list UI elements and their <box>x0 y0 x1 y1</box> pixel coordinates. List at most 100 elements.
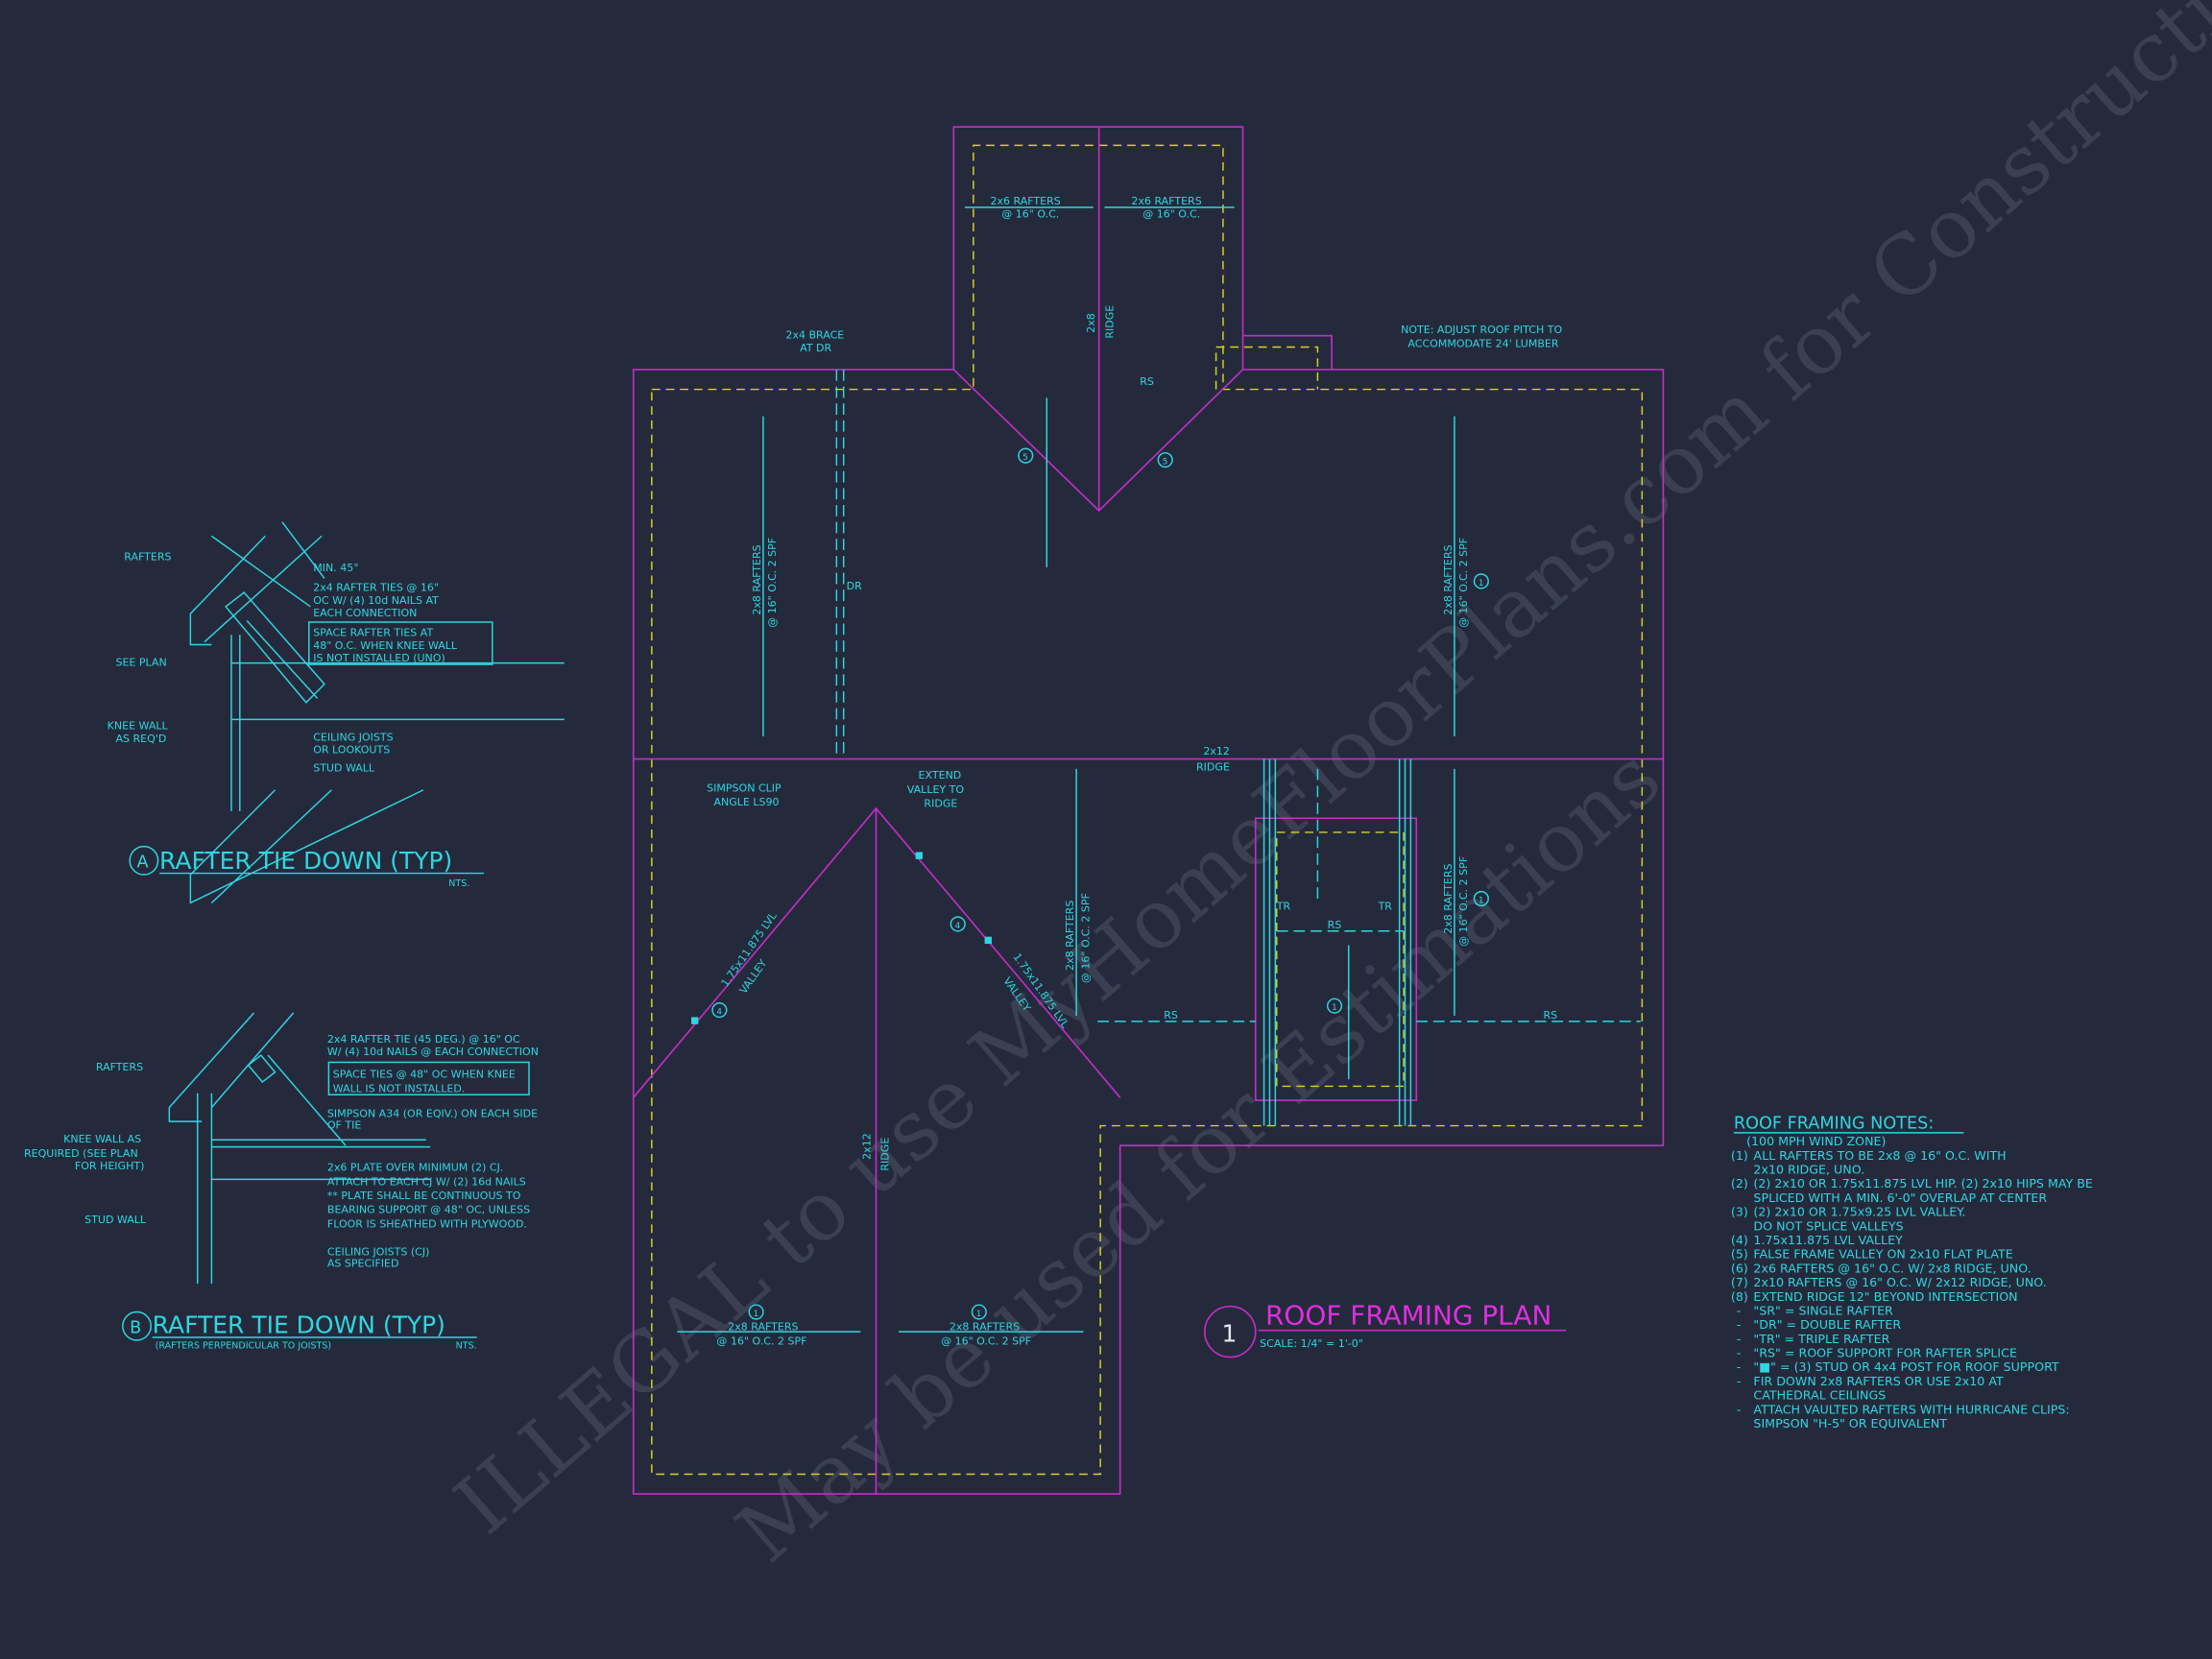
plan-number: 1 <box>1221 1319 1237 1347</box>
dr-label: DR <box>847 580 862 592</box>
wall-line <box>651 144 1644 1476</box>
note-line: EXTEND RIDGE 12" BEYOND INTERSECTION <box>1753 1289 2017 1304</box>
plan-number-circle <box>1204 1305 1257 1358</box>
note-mark: (8) <box>1731 1289 1748 1304</box>
b-knee-line2: REQUIRED (SEE PLAN <box>24 1147 138 1160</box>
mark-1-upper: 1 <box>1479 579 1484 589</box>
b-note-box <box>327 1061 530 1095</box>
b-box-line2: WALL IS NOT INSTALLED. <box>333 1082 466 1094</box>
plan-title: ROOF FRAMING PLAN <box>1265 1300 1551 1332</box>
rafters-left-1: 2x8 RAFTERS <box>751 544 763 614</box>
extend-label-3: RIDGE <box>924 797 957 809</box>
rafters-br-2: @ 16" O.C. 2 SPF <box>941 1334 1031 1347</box>
notes-heading: ROOF FRAMING NOTES: <box>1734 1115 1934 1134</box>
tr-left: TR <box>1276 901 1291 913</box>
b-knee-line1: KNEE WALL AS <box>63 1133 141 1145</box>
a-stud-label: STUD WALL <box>313 762 375 775</box>
ridge-vertical-1: 2x12 <box>861 1133 874 1160</box>
a-box-line1: SPACE RAFTER TIES AT <box>313 627 433 639</box>
a-detail-title: RAFTER TIE DOWN (TYP) <box>159 847 452 875</box>
skylight-opening <box>1254 817 1418 1101</box>
b-plate-line2: ATTACH TO EACH CJ W/ (2) 16d NAILS <box>327 1175 526 1188</box>
note-mark: (1) <box>1731 1148 1748 1163</box>
extend-label-1: EXTEND <box>919 769 962 781</box>
ridge-vertical-2: RIDGE <box>879 1138 892 1171</box>
note-line: FALSE FRAME VALLEY ON 2x10 FLAT PLATE <box>1753 1247 2012 1262</box>
rafters-bl-1: 2x8 RAFTERS <box>728 1321 798 1334</box>
ridge-2x8-2: RIDGE <box>1103 305 1116 339</box>
b-cj-line2: AS SPECIFIED <box>327 1258 399 1270</box>
brace-label-1: 2x4 BRACE <box>785 329 844 342</box>
mark-4-left: 4 <box>716 1007 722 1017</box>
rafters-right-1: 2x8 RAFTERS <box>1442 544 1455 614</box>
note-line: "TR" = TRIPLE RAFTER <box>1753 1332 1889 1346</box>
b-cj-line1: CEILING JOISTS (CJ) <box>327 1246 429 1259</box>
b-detail-tag-circle <box>122 1310 152 1341</box>
b-plate-line1: 2x6 PLATE OVER MINIMUM (2) CJ. <box>327 1162 503 1174</box>
clip-label-2: ANGLE LS90 <box>714 796 780 808</box>
note-line: SIMPSON "H-5" OR EQUIVALENT <box>1753 1416 1947 1431</box>
a-note-box <box>308 621 493 665</box>
tr-right: TR <box>1378 901 1393 913</box>
note-mark: - <box>1737 1402 1742 1416</box>
note-line: 2x6 RAFTERS @ 16" O.C. W/ 2x8 RIDGE, UNO… <box>1753 1261 2031 1275</box>
note-mark: - <box>1737 1303 1742 1317</box>
note-mark: (5) <box>1731 1247 1748 1262</box>
note-line: ATTACH VAULTED RAFTERS WITH HURRICANE CL… <box>1753 1402 2069 1416</box>
mark-1-skylight: 1 <box>1332 1003 1337 1013</box>
detail-b: RAFTERS 2x4 RAFTER TIE (45 DEG.) @ 16" O… <box>24 1012 539 1352</box>
ridge-2x12-1: 2x12 <box>1203 745 1230 757</box>
extend-label-2: VALLEY TO <box>907 783 965 796</box>
note-line: "RS" = ROOF SUPPORT FOR RAFTER SPLICE <box>1753 1346 2017 1360</box>
clip-label-1: SIMPSON CLIP <box>707 781 781 794</box>
mark-1-br: 1 <box>976 1310 982 1319</box>
b-box-line1: SPACE TIES @ 48" OC WHEN KNEE <box>333 1069 516 1081</box>
rs-left: RS <box>1164 1009 1178 1022</box>
note-mark: - <box>1737 1346 1742 1360</box>
a-detail-tag-circle <box>129 845 159 876</box>
b-simpson-line2: OF TIE <box>327 1119 361 1132</box>
b-detail-title: RAFTER TIE DOWN (TYP) <box>153 1311 445 1339</box>
rafters-left-2: @ 16" O.C. 2 SPF <box>766 538 779 628</box>
a-cj-line1: CEILING JOISTS <box>313 731 393 743</box>
a-see-plan-label: SEE PLAN <box>115 657 166 669</box>
rafters-2x6-right-2: @ 16" O.C. <box>1142 207 1200 220</box>
note-mark: (4) <box>1731 1233 1748 1247</box>
a-knee-line2: AS REQ'D <box>115 733 166 745</box>
ridge-2x8-1: 2x8 <box>1085 313 1097 333</box>
b-plate-line5: FLOOR IS SHEATHED WITH PLYWOOD. <box>327 1217 527 1230</box>
a-box-line2: 48" O.C. WHEN KNEE WALL <box>313 639 458 652</box>
a-knee-line1: KNEE WALL <box>108 720 169 733</box>
a-ties-line1: 2x4 RAFTER TIES @ 16" <box>313 582 439 594</box>
note-line: DO NOT SPLICE VALLEYS <box>1753 1218 1903 1233</box>
note-line: 1.75x11.875 LVL VALLEY <box>1753 1233 1903 1247</box>
rafters-right-low-2: @ 16" O.C. 2 SPF <box>1457 856 1470 947</box>
rs-right: RS <box>1544 1009 1558 1022</box>
mark-5-left: 5 <box>1022 453 1028 463</box>
note-line: 2x10 RIDGE, UNO. <box>1753 1163 1864 1177</box>
rs-skylight: RS <box>1328 919 1342 931</box>
note-line: FIR DOWN 2x8 RAFTERS OR USE 2x10 AT <box>1753 1374 2004 1388</box>
roof-framing-notes: ROOF FRAMING NOTES: (100 MPH WIND ZONE) … <box>1731 1115 2093 1431</box>
note-mark: (2) <box>1731 1176 1748 1190</box>
note-mark: - <box>1737 1332 1742 1346</box>
b-nts: NTS. <box>456 1341 477 1352</box>
mark-4-right: 4 <box>955 922 961 931</box>
note-mark: (3) <box>1731 1205 1748 1219</box>
a-cj-line2: OR LOOKOUTS <box>313 744 390 757</box>
mark-5-right: 5 <box>1163 457 1168 467</box>
rafters-2x6-left-2: @ 16" O.C. <box>1001 207 1059 220</box>
b-simpson-line1: SIMPSON A34 (OR EQIV.) ON EACH SIDE <box>327 1108 538 1120</box>
b-detail-subtitle: (RAFTERS PERPENDICULAR TO JOISTS) <box>156 1341 332 1352</box>
a-detail-tag: A <box>137 854 149 873</box>
note-line: (2) 2x10 OR 1.75x11.875 LVL HIP. (2) 2x1… <box>1753 1176 2092 1190</box>
mark-1-right: 1 <box>1479 896 1484 905</box>
note-mark: - <box>1737 1374 1742 1388</box>
b-knee-line3: FOR HEIGHT) <box>75 1160 145 1172</box>
note-line: 2x10 RAFTERS @ 16" O.C. W/ 2x12 RIDGE, U… <box>1753 1275 2046 1289</box>
note-line: ALL RAFTERS TO BE 2x8 @ 16" O.C. WITH <box>1753 1148 2006 1163</box>
note-mark: - <box>1737 1359 1742 1374</box>
note-line: "■" = (3) STUD OR 4x4 POST FOR ROOF SUPP… <box>1753 1359 2058 1374</box>
rafters-bl-2: @ 16" O.C. 2 SPF <box>716 1334 806 1347</box>
